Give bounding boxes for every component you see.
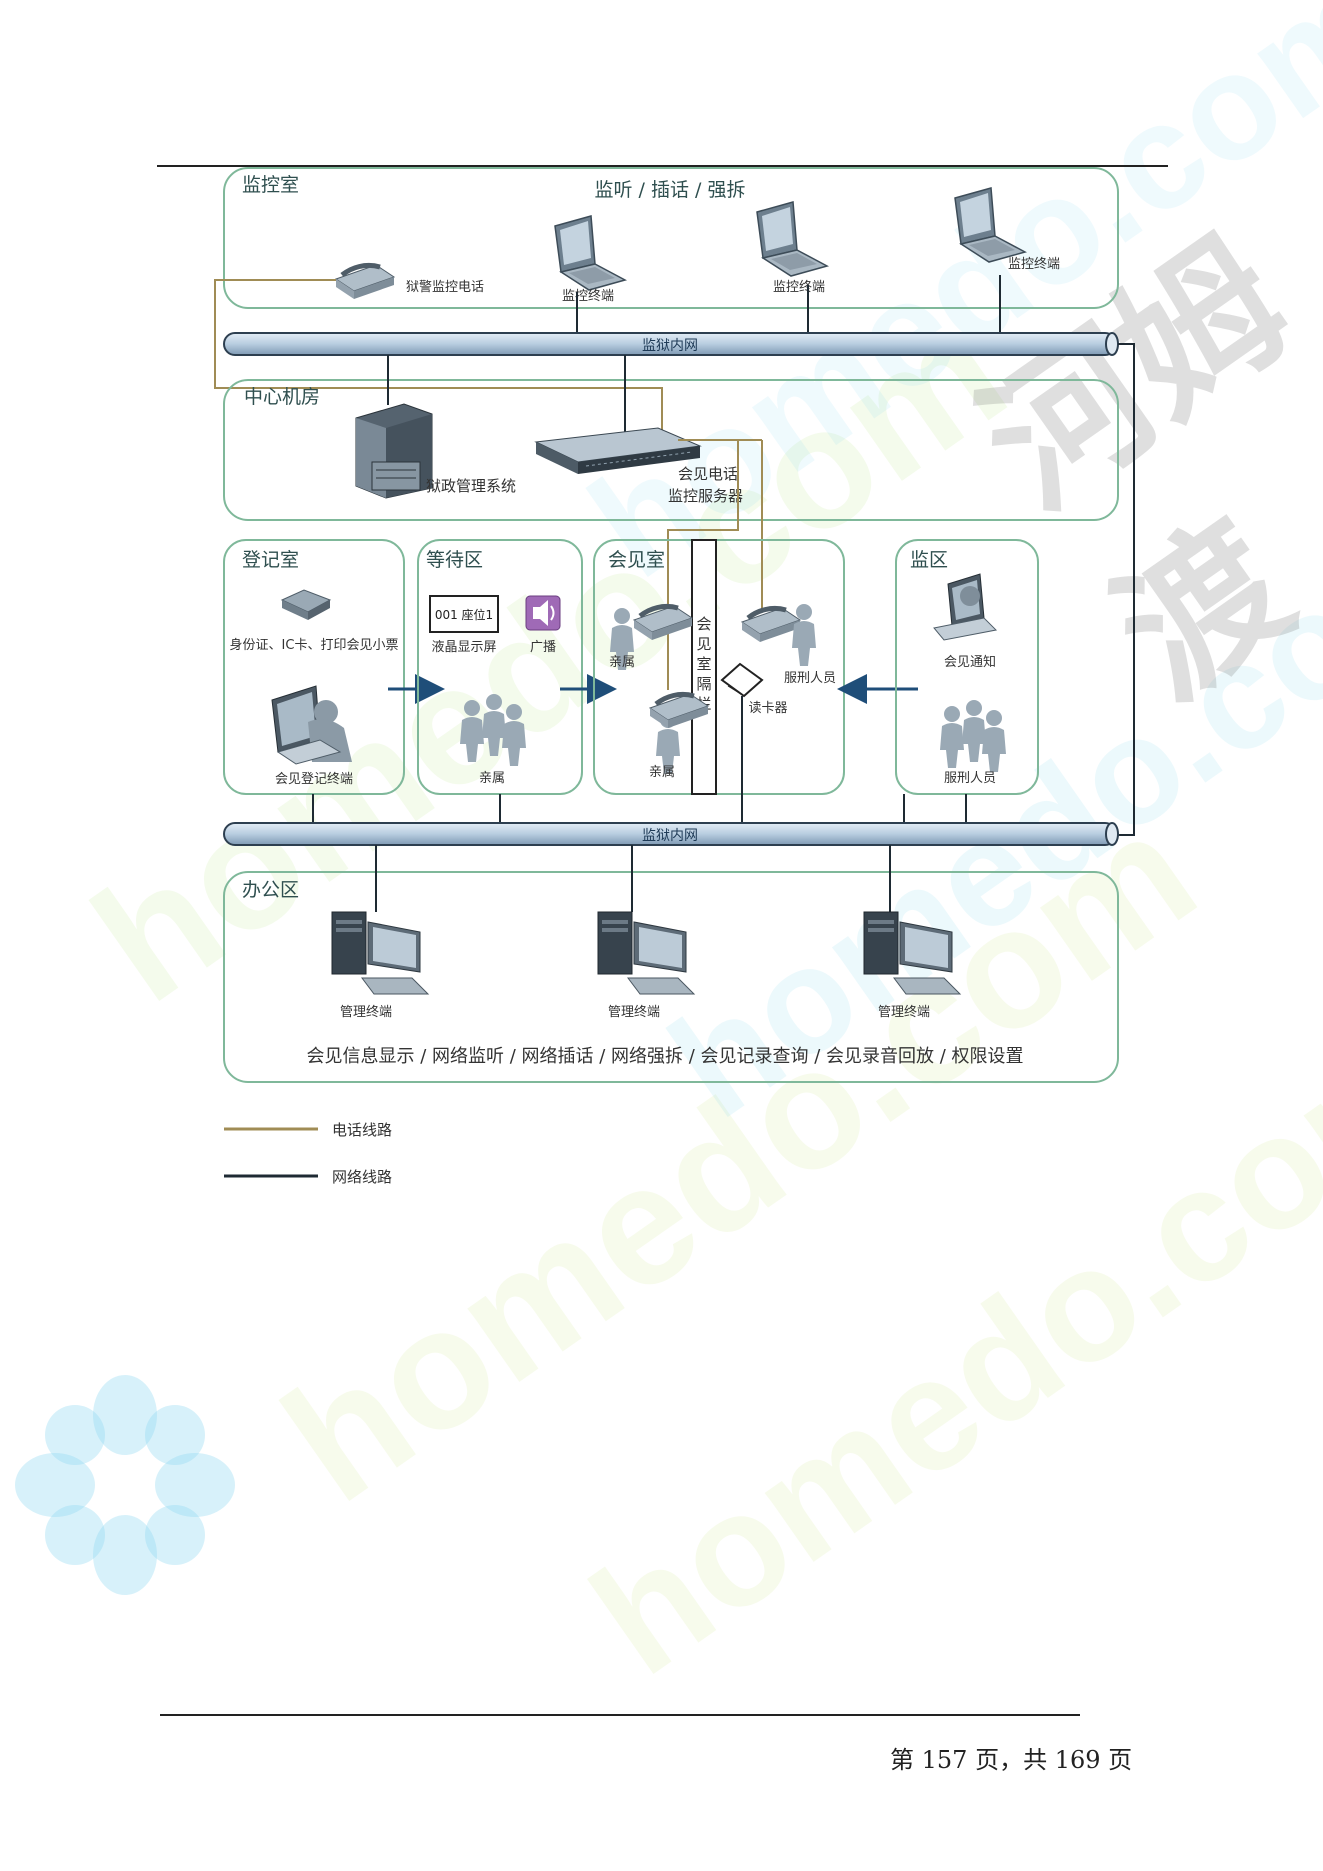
lcd-screen [429, 595, 499, 633]
monitor-laptop-2-icon [756, 201, 828, 277]
card-reader-label: 读卡器 [748, 701, 787, 716]
zone-title-register: 登记室 [242, 549, 299, 571]
relatives-group-icon [460, 694, 526, 766]
mgmt-desktop-2-icon [597, 911, 695, 995]
police-phone-icon [336, 265, 394, 299]
mgmt-terminal-label-2: 管理终端 [608, 1004, 660, 1020]
notice-terminal-icon [933, 573, 998, 641]
card-reader-device-icon [280, 589, 332, 620]
office-caption: 会见信息显示 / 网络监听 / 网络插话 / 网络强拆 / 会见记录查询 / 会… [306, 1046, 1023, 1067]
card-reader-icon [720, 662, 764, 698]
zone-caption-monitor: 监听 / 插话 / 强拆 [595, 179, 746, 201]
zone-title-prison: 监区 [910, 549, 948, 571]
zone-title-monitor: 监控室 [242, 174, 299, 196]
zone-title-center: 中心机房 [244, 386, 320, 408]
broadcast-label: 广播 [530, 640, 556, 655]
relatives-label-waiting: 亲属 [479, 771, 505, 786]
monitor-terminal-label-2: 监控终端 [773, 279, 825, 295]
mgmt-terminal-label-1: 管理终端 [340, 1004, 392, 1020]
monitor-laptop-1-icon [554, 215, 626, 291]
page-number: 第 157 页，共 169 页 [890, 1746, 1133, 1774]
lcd-screen-content: 001 座位1 [435, 607, 493, 622]
partition-label: 会 见 室 隔 栏 [696, 615, 711, 713]
police-phone-label: 狱警监控电话 [406, 279, 484, 295]
svg-text:会: 会 [696, 615, 711, 633]
zone-title-meeting: 会见室 [608, 549, 665, 571]
mgmt-desktop-3-icon [863, 911, 961, 995]
svg-text:隔: 隔 [696, 675, 711, 693]
legend-phone-label: 电话线路 [332, 1121, 392, 1139]
mgmt-terminal-label-3: 管理终端 [878, 1004, 930, 1020]
svg-text:见: 见 [696, 635, 711, 653]
meeting-notice-label: 会见通知 [944, 654, 996, 670]
prison-mgmt-label: 狱政管理系统 [426, 477, 516, 495]
register-terminal-icon [271, 685, 352, 765]
monitor-terminal-label-3: 监控终端 [1008, 256, 1060, 272]
relatives-label-meeting-1: 亲属 [609, 655, 635, 670]
id-card-label: 身份证、IC卡、打印会见小票 [230, 637, 399, 653]
speaker-icon [525, 595, 561, 631]
inmates-group-icon [940, 700, 1006, 772]
network-bus-label-top: 监狱内网 [642, 338, 698, 354]
flower-logo-icon [15, 1375, 235, 1595]
meeting-phone-3-icon [742, 608, 800, 642]
zone-title-office: 办公区 [242, 879, 299, 901]
meeting-partition [691, 539, 717, 795]
rack-server-icon [534, 427, 702, 474]
network-bus-label-bottom: 监狱内网 [642, 828, 698, 844]
inmate-label-prison: 服刑人员 [944, 771, 996, 786]
inmate-label-meeting: 服刑人员 [784, 671, 836, 686]
lcd-screen-label: 液晶显示屏 [431, 640, 496, 655]
tower-server-icon [355, 403, 433, 499]
server-label-line1: 会见电话 [678, 465, 738, 483]
svg-text:室: 室 [696, 655, 711, 673]
legend-network-label: 网络线路 [332, 1168, 392, 1186]
monitor-terminal-label-1: 监控终端 [562, 288, 614, 304]
relatives-label-meeting-2: 亲属 [649, 765, 675, 780]
register-terminal-label: 会见登记终端 [275, 771, 353, 787]
meeting-phone-1-icon [634, 606, 692, 640]
monitor-laptop-3-icon [954, 187, 1026, 263]
inmate-person-icon [792, 604, 816, 666]
zone-title-waiting: 等待区 [426, 549, 483, 571]
mgmt-desktop-1-icon [331, 911, 429, 995]
server-label-line2: 监控服务器 [668, 487, 743, 505]
